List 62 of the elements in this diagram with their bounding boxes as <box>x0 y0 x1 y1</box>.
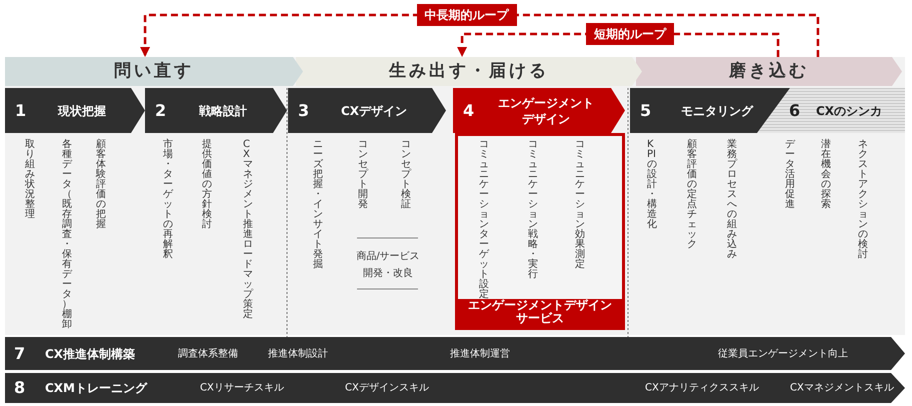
phase-title: 問い直す <box>114 60 194 83</box>
task-text: 商品/サービス <box>356 250 420 264</box>
edge-label: 短期的ループ <box>586 23 674 45</box>
task-text: 業務プロセスへの組み込み <box>727 140 737 260</box>
track-item: CXマネジメントスキル <box>790 382 894 396</box>
step-number: 3 <box>298 100 310 122</box>
process-step <box>145 88 287 133</box>
phase-band <box>296 57 642 86</box>
track-item: 調査体系整備 <box>178 347 238 361</box>
phase-band <box>5 57 303 86</box>
task-text: 開発・改良 <box>363 266 413 281</box>
track-title: CXMトレーニング <box>45 380 147 397</box>
process-step <box>5 88 145 133</box>
task-text: 取り組み状況整理 <box>25 140 35 220</box>
task-text: コンセプト開発 <box>358 140 368 210</box>
task-text: 顧客評価の定点チェック <box>687 140 697 250</box>
step-title: 現状把握 <box>56 102 107 118</box>
phase-band <box>636 57 902 86</box>
track-item: CXリサーチスキル <box>200 382 284 396</box>
service-label: エンゲージメントデザインサービス <box>458 299 622 327</box>
track-item: CXアナリティクススキル <box>645 382 759 396</box>
step-title: モニタリング <box>680 102 754 118</box>
task-text: CXマネジメント推進ロードマップ策定 <box>243 140 253 320</box>
task-text: ニーズ把握・インサイト発掘 <box>313 140 323 270</box>
step-number: 4 <box>463 100 474 122</box>
step-title: エンゲージメントデザイン <box>497 94 595 126</box>
track-item: 従業員エンゲージメント向上 <box>718 347 848 361</box>
track-bar <box>5 373 905 403</box>
phase-title: 生み出す・届ける <box>389 60 549 83</box>
step-number: 6 <box>789 100 800 122</box>
step-number: 2 <box>155 100 166 122</box>
step-title: CXデザイン <box>340 102 408 118</box>
track-item: 推進体制設計 <box>268 347 328 361</box>
task-text: 市場・ターゲットの再解釈 <box>163 140 173 260</box>
step-number: 7 <box>14 342 26 364</box>
edge-label: 中長期的ループ <box>416 4 516 26</box>
service-frame <box>455 133 625 330</box>
step-number: 1 <box>15 100 26 122</box>
step-number: 5 <box>640 100 652 122</box>
track-title: CX推進体制構築 <box>45 346 136 362</box>
process-step <box>453 88 625 133</box>
task-text: 提供価値の方針検討 <box>202 140 212 230</box>
process-step <box>757 88 905 133</box>
step-number: 8 <box>14 377 26 399</box>
task-text: KPIの設計・構造化 <box>647 140 657 230</box>
track-item: CXデザインスキル <box>345 382 429 396</box>
track-bar <box>5 337 905 370</box>
step-title: CXのシンカ <box>814 102 884 118</box>
task-text: 顧客体験評価の把握 <box>96 140 106 230</box>
task-text: データ活用促進 <box>785 140 795 210</box>
task-text: ネクストアクションの検討 <box>858 140 868 260</box>
task-text: 各種データ（既存調査・保有データ）棚卸 <box>62 140 72 330</box>
track-item: 推進体制運営 <box>450 347 510 361</box>
task-text: コミュニケーション戦略・実行 <box>528 140 538 280</box>
step-title: 戦略設計 <box>198 102 248 118</box>
process-step <box>630 88 790 133</box>
task-text: コミュニケーションターゲット設定 <box>479 140 489 300</box>
task-text: 潜在機会の探索 <box>821 140 831 210</box>
phase-title: 磨き込む <box>729 60 809 83</box>
task-text: コンセプト検証 <box>401 140 411 210</box>
task-text: コミュニケーション効果測定 <box>575 140 585 270</box>
process-step <box>288 88 446 133</box>
